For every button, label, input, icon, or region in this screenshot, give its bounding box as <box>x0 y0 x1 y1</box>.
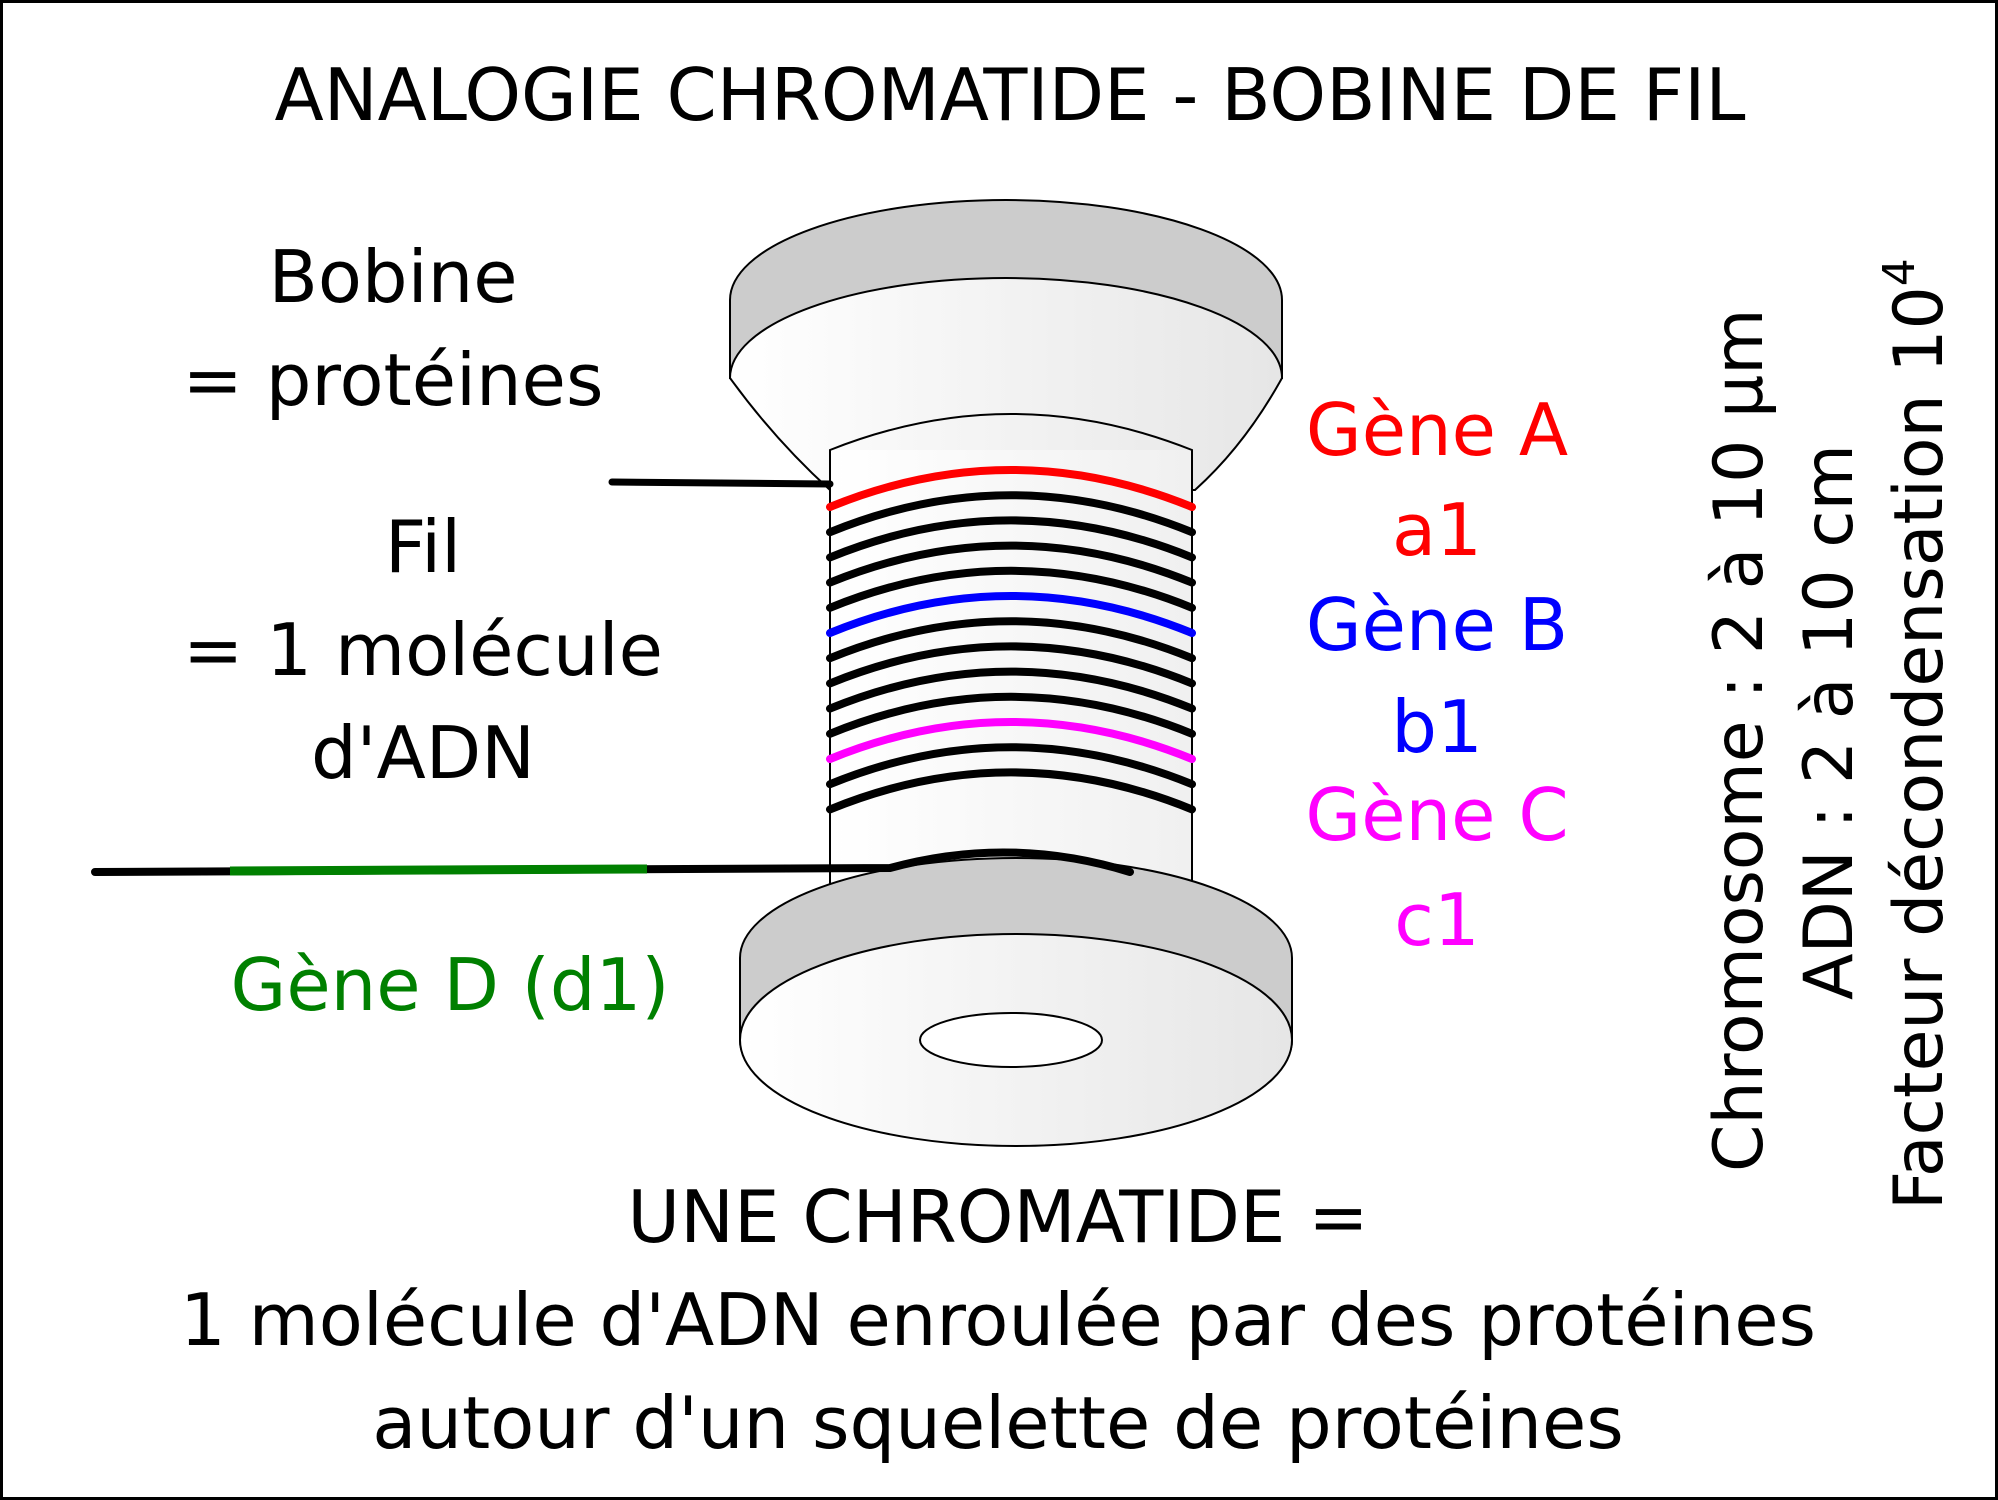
conclusion-line1: UNE CHROMATIDE = <box>627 1175 1368 1259</box>
label-fil-line3: d'ADN <box>311 711 535 795</box>
winding-gene-2 <box>826 592 1196 637</box>
gene-2-allele: b1 <box>1391 685 1483 769</box>
gene-2-name: Gène B <box>1306 583 1568 667</box>
note-condensation-text: Facteur décondensation 10 <box>1880 286 1959 1210</box>
winding <box>826 617 1196 663</box>
thread-upper-end <box>608 478 834 488</box>
spool <box>91 199 1293 1147</box>
winding <box>826 541 1196 587</box>
note-adn-length: ADN : 2 à 10 cm <box>1790 444 1869 1000</box>
gene-3-allele: c1 <box>1394 878 1479 962</box>
winding-gene-3 <box>826 718 1196 763</box>
label-fil-line1: Fil <box>385 505 461 589</box>
label-fil-line2: = 1 molécule <box>183 608 663 692</box>
winding <box>826 692 1196 738</box>
thread-windings <box>826 466 1196 814</box>
side-notes: Chromosome : 2 à 10 µm ADN : 2 à 10 cm F… <box>1700 258 1959 1210</box>
winding <box>826 743 1196 789</box>
winding <box>826 516 1196 562</box>
winding-gene-1 <box>826 466 1196 511</box>
winding <box>826 566 1196 612</box>
label-bobine-line2: = protéines <box>183 338 604 422</box>
winding <box>826 491 1196 537</box>
gene-1-allele: a1 <box>1392 488 1482 572</box>
page-title: ANALOGIE CHROMATIDE - BOBINE DE FIL <box>274 53 1745 137</box>
label-bobine-line1: Bobine <box>268 235 517 319</box>
gene-d-segment <box>229 864 648 876</box>
core-outline <box>829 413 1193 890</box>
gene-3-name: Gène C <box>1305 773 1568 857</box>
label-fil: Fil = 1 molécule d'ADN <box>183 505 663 795</box>
winding <box>826 768 1196 814</box>
note-condensation-exponent: 4 <box>1874 258 1925 286</box>
winding <box>826 642 1196 688</box>
note-chromosome-size: Chromosome : 2 à 10 µm <box>1700 308 1779 1172</box>
conclusion-line2: 1 molécule d'ADN enroulée par des protéi… <box>180 1278 1816 1362</box>
gene-1-name: Gène A <box>1306 388 1568 472</box>
thread-lower-end <box>91 848 1134 876</box>
note-condensation-factor: Facteur décondensation 104 <box>1874 258 1959 1210</box>
label-bobine: Bobine = protéines <box>183 235 604 422</box>
spool-hole <box>919 1012 1103 1068</box>
winding <box>826 667 1196 713</box>
label-gene-d: Gène D (d1) <box>231 943 670 1027</box>
conclusion: UNE CHROMATIDE = 1 molécule d'ADN enroul… <box>180 1175 1816 1465</box>
conclusion-line3: autour d'un squelette de protéines <box>372 1381 1624 1465</box>
